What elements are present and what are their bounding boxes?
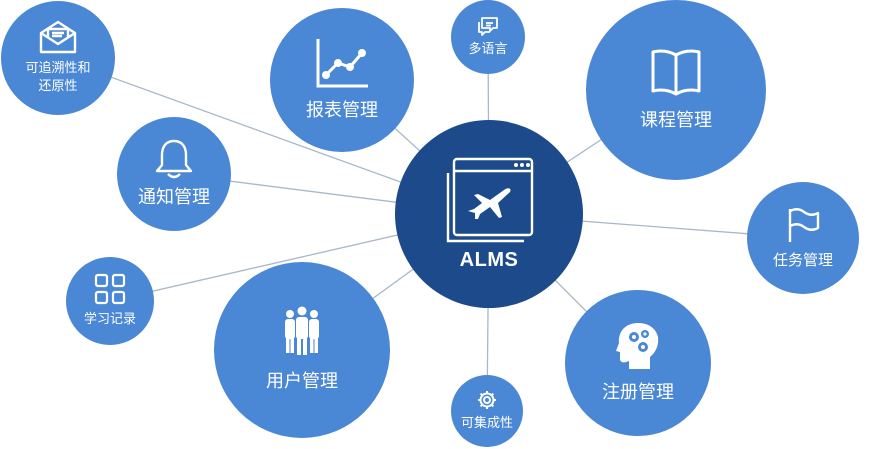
module-learning: 学习记录	[66, 257, 154, 345]
module-label: 报表管理	[306, 99, 378, 121]
module-label: 可追溯性和 还原性	[25, 61, 91, 94]
airplane-window-icon	[444, 157, 534, 243]
module-label: 通知管理	[138, 186, 210, 208]
module-label: 注册管理	[602, 381, 674, 403]
line-chart-icon	[314, 37, 370, 89]
module-notify: 通知管理	[117, 117, 231, 231]
module-label: 用户管理	[266, 370, 338, 392]
module-register: 注册管理	[565, 290, 711, 436]
gear-icon	[476, 389, 498, 411]
module-courses: 课程管理	[586, 0, 766, 180]
bell-icon	[154, 138, 194, 180]
module-reports: 报表管理	[270, 8, 414, 152]
module-multilang: 多语言	[451, 0, 525, 74]
flag-icon	[784, 206, 822, 244]
module-label: 课程管理	[640, 109, 712, 131]
chat-bubbles-icon	[476, 15, 500, 37]
envelope-icon	[38, 20, 78, 54]
module-label: 可集成性	[460, 416, 513, 432]
grid-icon	[94, 273, 126, 305]
module-label: 多语言	[468, 42, 508, 58]
open-book-icon	[649, 47, 703, 97]
module-integration: 可集成性	[451, 375, 523, 447]
module-label: 任务管理	[772, 250, 833, 269]
head-gears-icon	[616, 321, 660, 371]
people-icon	[279, 306, 325, 356]
center-label: ALMS	[459, 248, 519, 271]
module-users: 用户管理	[214, 262, 390, 438]
module-label: 学习记录	[83, 312, 136, 328]
module-tasks: 任务管理	[747, 182, 859, 294]
center-node: ALMS	[395, 120, 583, 308]
module-traceability: 可追溯性和 还原性	[1, 1, 115, 115]
